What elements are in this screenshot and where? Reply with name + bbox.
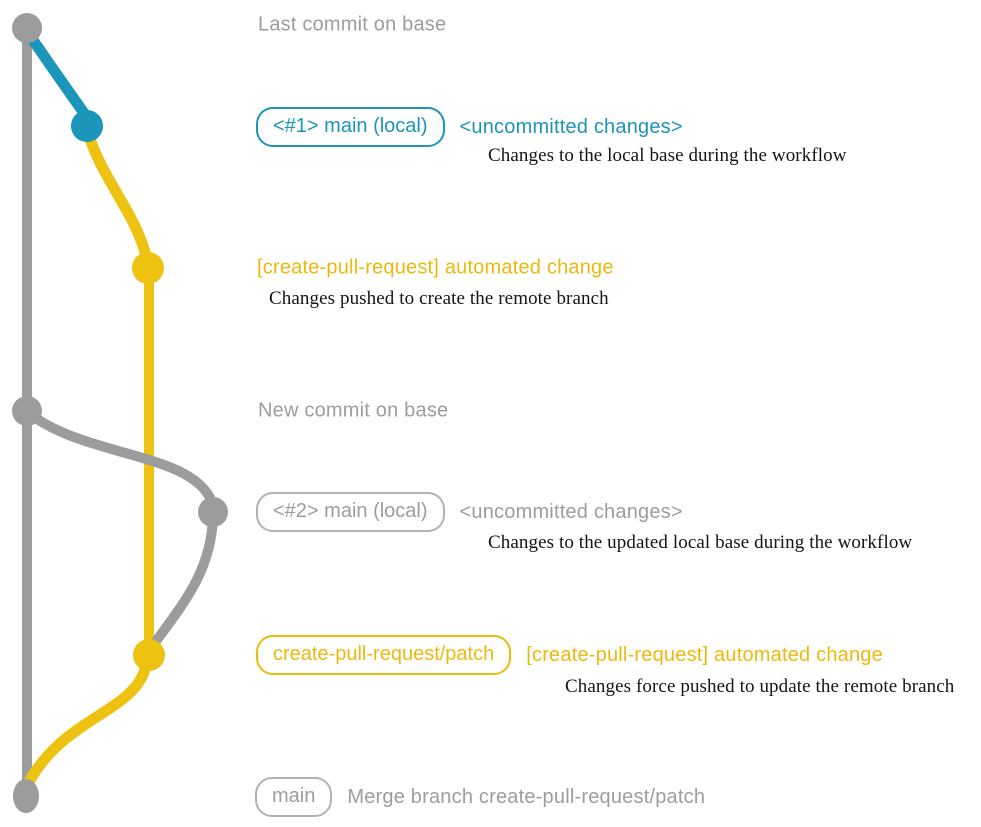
local-branch-edge-2 xyxy=(25,409,217,507)
merge-edge xyxy=(23,654,153,788)
label-uncommitted-changes-1: <uncommitted changes> xyxy=(459,115,683,138)
label-merge-branch: Merge branch create-pull-request/patch xyxy=(347,785,706,808)
local-branch-edge-1 xyxy=(20,24,92,122)
label-automated-change-2: [create-pull-request] automated change xyxy=(526,643,883,666)
commit-node-remote-2 xyxy=(133,639,165,671)
commit-node-remote-1 xyxy=(132,252,164,284)
remote-branch-edge-1 xyxy=(82,126,152,262)
label-uncommitted-changes-2: <uncommitted changes> xyxy=(459,500,683,523)
commit-node-merge xyxy=(13,779,39,813)
branch-badge-create-pull-request-patch: create-pull-request/patch xyxy=(256,635,512,675)
branch-badge-main-local-2: <#2> main (local) xyxy=(256,492,445,532)
commit-node-local-2 xyxy=(198,497,228,527)
label-new-commit-on-base: New commit on base xyxy=(258,399,449,422)
label-last-commit-on-base: Last commit on base xyxy=(258,13,447,36)
note-local-base-changes-2: Changes to the updated local base during… xyxy=(488,532,913,553)
note-changes-force-pushed: Changes force pushed to update the remot… xyxy=(565,676,955,697)
branch-badge-main-local-1: <#1> main (local) xyxy=(256,107,445,147)
commit-node-local-1 xyxy=(71,110,103,142)
commit-node-last-base xyxy=(12,13,42,43)
label-automated-change-1: [create-pull-request] automated change xyxy=(257,256,614,279)
note-changes-pushed: Changes pushed to create the remote bran… xyxy=(269,288,609,309)
note-local-base-changes-1: Changes to the local base during the wor… xyxy=(488,145,847,166)
branch-badge-main: main xyxy=(255,777,333,817)
rebase-edge xyxy=(146,512,218,653)
commit-node-new-base xyxy=(12,396,42,426)
